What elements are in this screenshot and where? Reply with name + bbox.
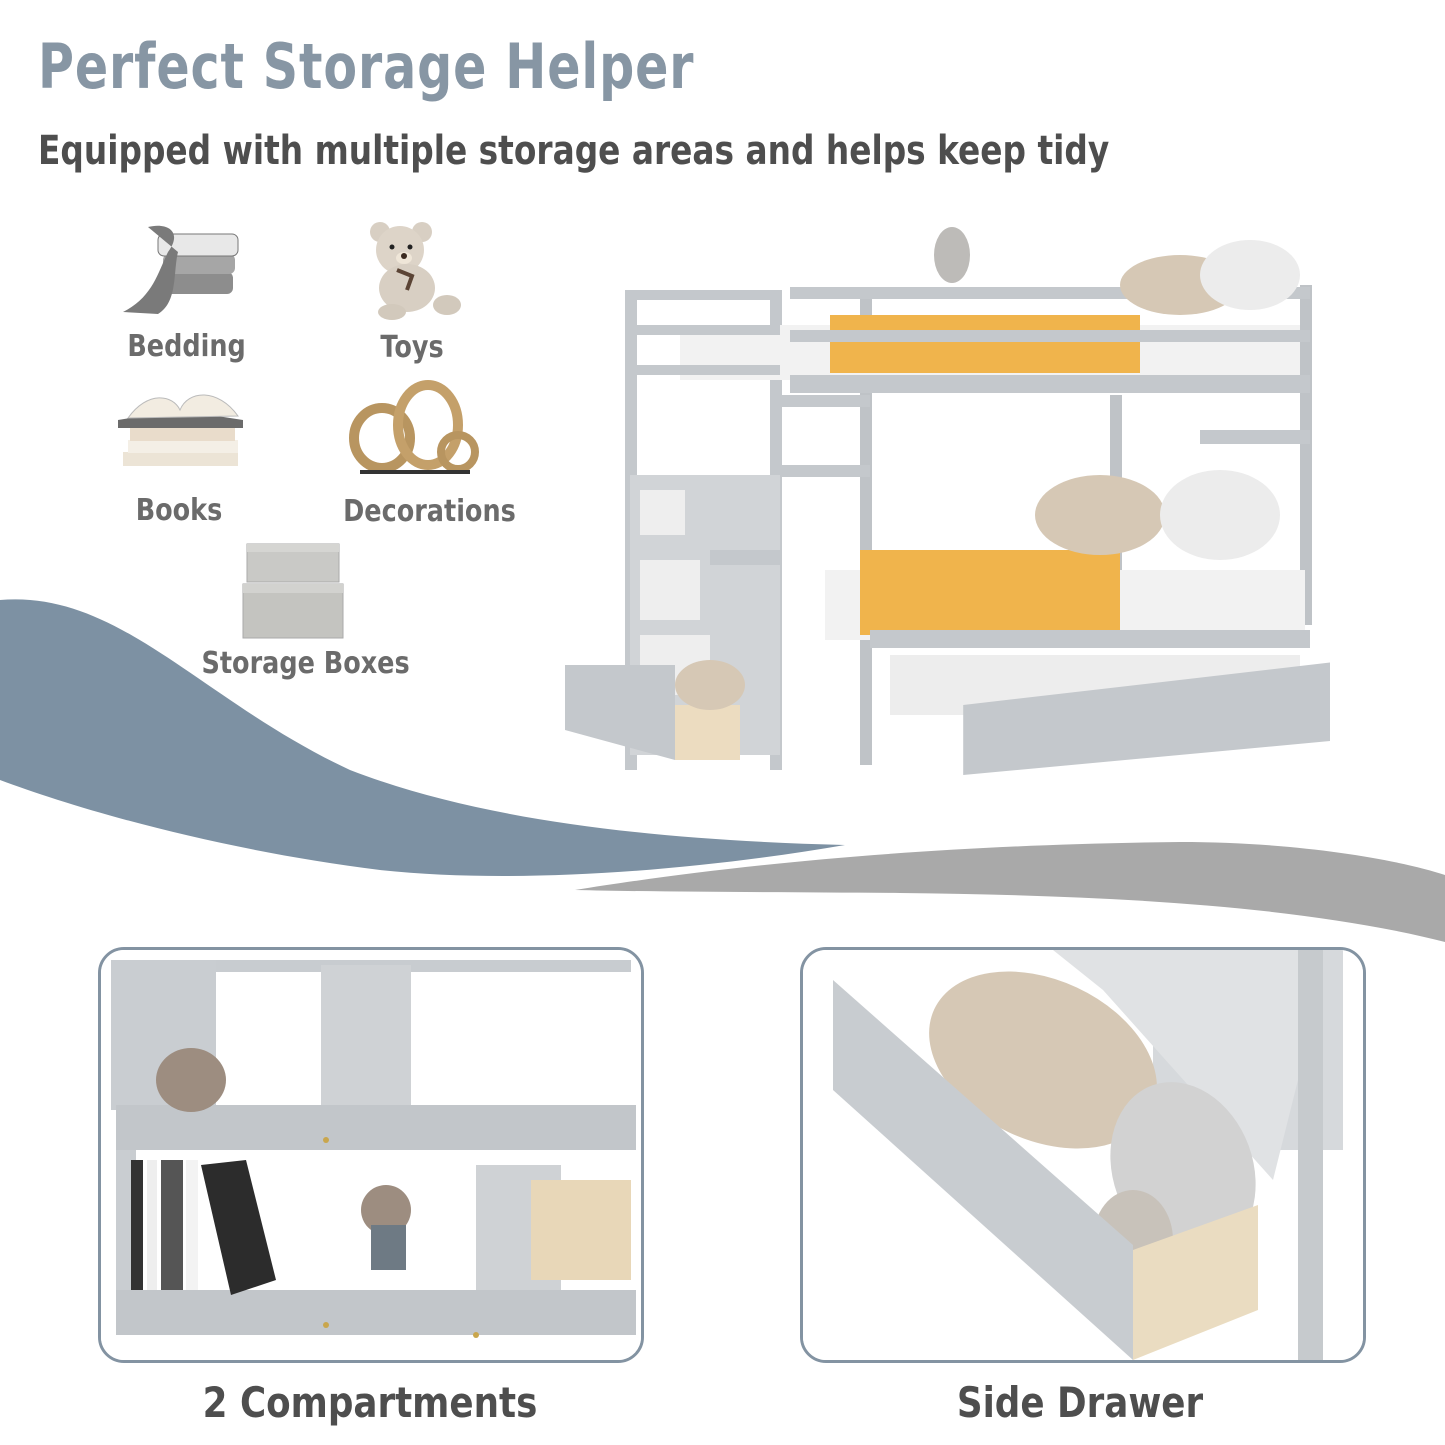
page-subtitle: Equipped with multiple storage areas and… — [38, 128, 1110, 174]
compartments-photo — [101, 950, 641, 1360]
category-label: Bedding — [127, 329, 246, 364]
category-label: Storage Boxes — [201, 646, 410, 681]
feature-caption-compartments: 2 Compartments — [202, 1378, 538, 1427]
category-bedding: Bedding — [118, 222, 246, 372]
category-toys: Toys — [352, 220, 472, 370]
side-drawer-photo — [803, 950, 1363, 1360]
category-decorations: Decorations — [330, 380, 516, 530]
category-label: Decorations — [343, 494, 516, 529]
grey-swoosh — [575, 842, 1445, 942]
books-icon — [118, 394, 243, 466]
bedding-icon — [123, 225, 239, 314]
side-drawer-frame — [800, 947, 1366, 1363]
storage-box-icon — [242, 543, 344, 639]
category-storage-boxes: Storage Boxes — [185, 540, 410, 690]
teddy-bear-icon — [370, 222, 461, 320]
bunk-bed-illustration — [565, 227, 1330, 775]
category-label: Books — [135, 493, 223, 528]
feature-caption-side-drawer: Side Drawer — [956, 1378, 1204, 1427]
compartments-frame — [98, 947, 644, 1363]
category-books: Books — [118, 380, 248, 530]
category-label: Toys — [380, 330, 444, 365]
decoration-icon — [349, 380, 479, 474]
page-title: Perfect Storage Helper — [38, 30, 695, 103]
blue-swoosh — [0, 599, 845, 876]
